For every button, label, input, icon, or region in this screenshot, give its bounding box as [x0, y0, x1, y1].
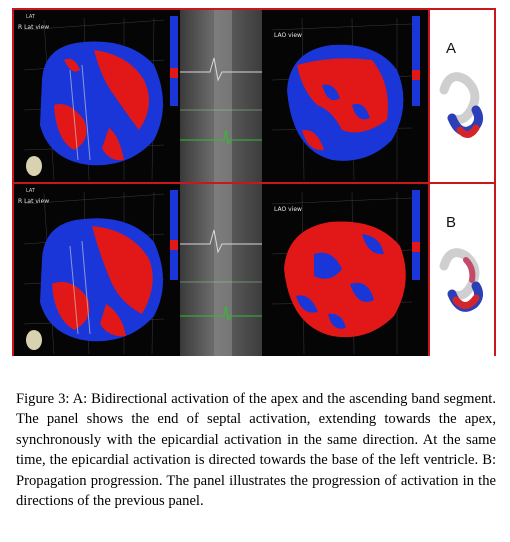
- color-scale-bar: [412, 190, 420, 280]
- ecg-trace-strip-b: [180, 184, 262, 356]
- helical-band-icon: [439, 72, 484, 138]
- ecg-trace: [180, 229, 262, 322]
- helical-band-icon: [439, 248, 484, 312]
- figure-caption: Figure 3: A: Bidirectional activation of…: [16, 389, 496, 512]
- view-label: R Lat view: [18, 198, 50, 205]
- panel-row-a: LAT R Lat view: [14, 10, 494, 182]
- panel-row-b: LAT R Lat view: [14, 184, 494, 356]
- view-label: R Lat view: [18, 24, 50, 31]
- activation-map-graphic: [23, 17, 165, 181]
- activation-map-right-lateral-a: LAT R Lat view: [14, 10, 180, 182]
- activation-map-graphic: [23, 191, 165, 355]
- panel-letter: B: [446, 214, 457, 231]
- activation-map-lao-b: LAO view: [262, 184, 428, 356]
- activation-map-right-lateral-b: LAT R Lat view: [14, 184, 180, 356]
- band-diagram-a: A: [428, 10, 494, 182]
- row-divider: [14, 182, 494, 184]
- view-label: LAO view: [274, 206, 302, 213]
- activation-map-lao-a: LAO view: [262, 10, 428, 182]
- figure-panel: LAT R Lat view: [12, 8, 496, 356]
- caption-text: A: Bidirectional activation of the apex …: [16, 390, 497, 510]
- color-scale-bar: [170, 16, 178, 106]
- color-scale-bar: [412, 16, 420, 106]
- activation-map-graphic: [271, 191, 413, 355]
- view-label: LAO view: [274, 32, 302, 39]
- band-diagram-b: B: [428, 184, 494, 356]
- caption-label: Figure 3:: [16, 390, 70, 407]
- lat-tag: LAT: [26, 188, 35, 194]
- lat-tag: LAT: [26, 14, 35, 20]
- activation-map-graphic: [271, 17, 413, 181]
- ecg-trace: [180, 57, 262, 146]
- panel-letter: A: [446, 40, 457, 57]
- color-scale-bar: [170, 190, 178, 280]
- ecg-trace-strip-a: [180, 10, 262, 182]
